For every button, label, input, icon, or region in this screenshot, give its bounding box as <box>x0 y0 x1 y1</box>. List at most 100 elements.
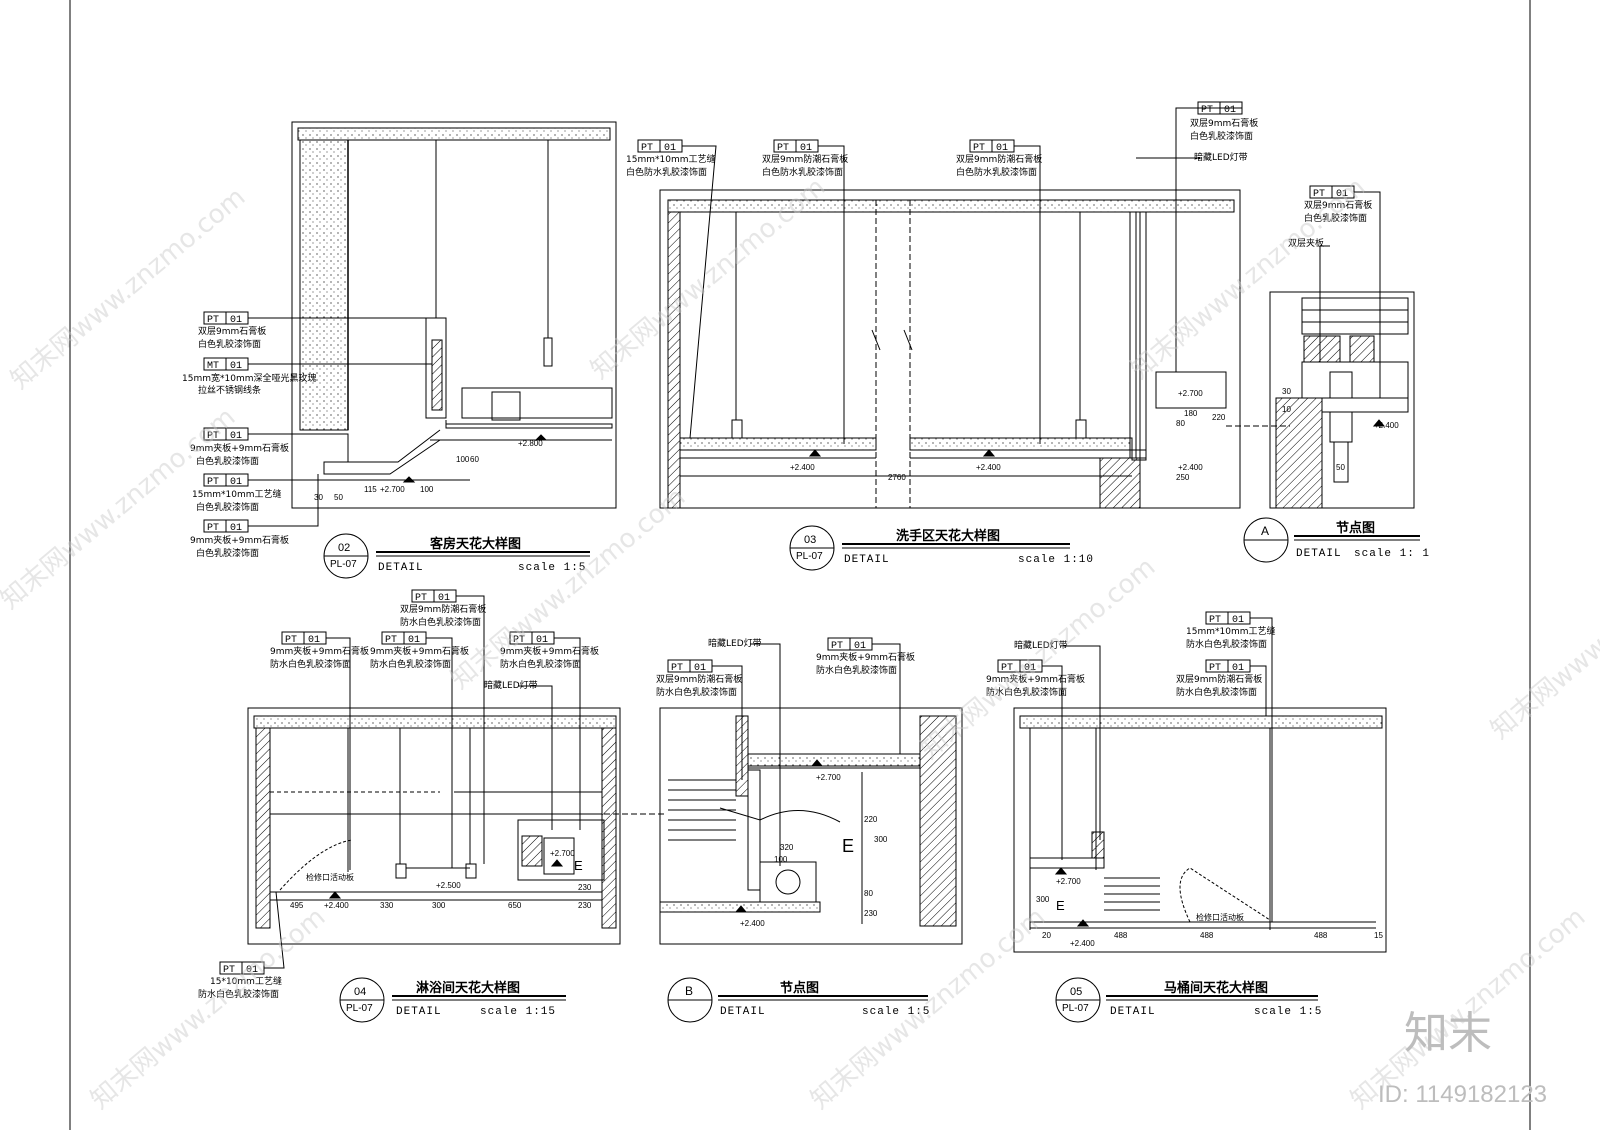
label-pt: PT <box>207 315 219 326</box>
label-no: 01 <box>1232 663 1244 674</box>
label-pt: PT <box>831 641 843 652</box>
detail-A-dims: +2.400 50 30 10 <box>1282 387 1399 472</box>
title-block-A: A 节点图 DETAIL scale 1: 1 <box>1243 517 1430 563</box>
detail-scale: scale 1:5 <box>862 1006 930 1018</box>
detail-B-labels: 暗藏LED灯带 PT 01 双层9mm防潮石膏板 防水白色乳胶漆饰面 PT 01… <box>656 637 915 866</box>
label-no: 01 <box>230 315 242 326</box>
detail-letter: A <box>1261 524 1269 538</box>
dim-text: +2.500 <box>436 881 461 890</box>
detail-05-labels: 暗藏LED灯带 PT 01 9mm夹板+9mm石膏板 防水白色乳胶漆饰面 PT … <box>986 611 1275 922</box>
label-mt: MT <box>207 361 219 372</box>
label-pt: PT <box>1001 663 1013 674</box>
detail-word: DETAIL <box>844 554 890 566</box>
label-pt: PT <box>1313 189 1325 200</box>
sheet-ref: PL-07 <box>796 551 823 562</box>
note-ply-gypsum: 9mm夹板+9mm石膏板 <box>270 645 369 657</box>
dim-text: 30 <box>314 493 323 502</box>
note-led: 暗藏LED灯带 <box>708 637 762 649</box>
detail-title: 马桶间天花大样图 <box>1164 980 1268 996</box>
detail-word: DETAIL <box>1296 548 1342 560</box>
note-mt-2: 拉丝不锈钢线条 <box>198 384 261 396</box>
dim-text: 320 <box>780 843 794 852</box>
detail-number: 02 <box>338 542 350 554</box>
label-no: 01 <box>230 477 242 488</box>
dim-text: 180 <box>1184 409 1198 418</box>
dim-text: +2.700 <box>1178 389 1203 398</box>
label-pt: PT <box>671 663 683 674</box>
watermark-text: 知末网www.znzmo.com <box>1485 532 1600 745</box>
watermark-layer: 知末网www.znzmo.com 知末网www.znzmo.com 知末网www… <box>0 172 1600 1115</box>
label-no: 01 <box>664 143 676 154</box>
label-pt: PT <box>973 143 985 154</box>
dim-text: 50 <box>1336 463 1345 472</box>
detail-title: 洗手区天花大样图 <box>896 528 1000 544</box>
detail-03-drawing <box>659 189 1241 509</box>
dim-text: 300 <box>874 835 888 844</box>
title-block-02: 02 PL-07 客房天花大样图 DETAIL scale 1:5 <box>323 533 590 579</box>
note-ply-gypsum: 9mm夹板+9mm石膏板 <box>190 534 289 546</box>
dim-text: 220 <box>1212 413 1226 422</box>
note-white-wp-latex: 白色防水乳胶漆饰面 <box>626 166 707 178</box>
detail-B-dims: +2.700 +2.400 220 300 320 100 80 230 <box>740 773 888 928</box>
dim-text: +2.400 <box>1374 421 1399 430</box>
note-wp-white-latex: 防水白色乳胶漆饰面 <box>370 658 451 670</box>
label-no: 01 <box>230 523 242 534</box>
detail-B-drawing <box>659 707 963 945</box>
dim-text: 60 <box>470 455 479 464</box>
dim-text: 230 <box>864 909 878 918</box>
detail-02-drawing <box>291 121 617 509</box>
note-moist-gypsum: 双层9mm防潮石膏板 <box>656 673 742 685</box>
note-moist-gypsum: 双层9mm防潮石膏板 <box>956 153 1042 165</box>
title-block-05: 05 PL-07 马桶间天花大样图 DETAIL scale 1:5 <box>1055 977 1321 1023</box>
dim-text: +2.700 <box>1056 877 1081 886</box>
label-no: 01 <box>854 641 866 652</box>
label-pt: PT <box>641 143 653 154</box>
note-led: 暗藏LED灯带 <box>1014 639 1068 651</box>
detail-title: 客房天花大样图 <box>430 536 521 552</box>
label-pt: PT <box>207 477 219 488</box>
detail-title: 淋浴间天花大样图 <box>416 980 520 996</box>
dim-text: 488 <box>1200 931 1214 940</box>
note-moist-gypsum: 双层9mm防潮石膏板 <box>400 603 486 615</box>
note-wp-white-latex: 防水白色乳胶漆饰面 <box>400 616 481 628</box>
note-wp-white-latex: 防水白色乳胶漆饰面 <box>198 988 279 1000</box>
detail-05-drawing <box>1013 707 1387 953</box>
detail-02-dims: +2.800 +2.700 115 100 30 50 100 60 <box>314 439 543 502</box>
detail-A-labels: PT 01 双层9mm石膏板 白色乳胶漆饰面 双层夹板 <box>1288 185 1381 398</box>
note-wp-white-latex: 防水白色乳胶漆饰面 <box>270 658 351 670</box>
note-double-gypsum: 双层9mm石膏板 <box>198 325 266 337</box>
sheet-ref: PL-07 <box>346 1003 373 1014</box>
note-led: 暗藏LED灯带 <box>1194 151 1248 163</box>
section-marker-e: E <box>842 836 854 856</box>
label-no: 01 <box>694 663 706 674</box>
label-pt: PT <box>385 635 397 646</box>
section-marker-e: E <box>574 858 583 873</box>
watermark-text: 知末网www.znzmo.com <box>915 552 1161 765</box>
dim-text: 488 <box>1314 931 1328 940</box>
note-white-latex: 白色乳胶漆饰面 <box>196 455 259 467</box>
watermark-text: 知末网www.znzmo.com <box>85 902 331 1115</box>
note-access: 检修口活动板 <box>306 872 354 882</box>
note-white-wp-latex: 白色防水乳胶漆饰面 <box>762 166 843 178</box>
title-block-B: B 节点图 DETAIL scale 1:5 <box>667 977 930 1023</box>
label-pt: PT <box>207 431 219 442</box>
detail-02-labels: PT 01 双层9mm石膏板 白色乳胶漆饰面 MT 01 15mm宽*10mm深… <box>182 311 436 559</box>
detail-scale: scale 1: 1 <box>1354 548 1430 560</box>
dim-text: 488 <box>1114 931 1128 940</box>
dim-text: +2.400 <box>740 919 765 928</box>
note-access: 检修口活动板 <box>1196 912 1244 922</box>
detail-title: 节点图 <box>1336 520 1375 536</box>
brand-logo-text: 知末 <box>1404 1008 1492 1059</box>
note-wp-white-latex: 防水白色乳胶漆饰面 <box>500 658 581 670</box>
note-ply-gypsum: 9mm夹板+9mm石膏板 <box>500 645 599 657</box>
detail-04-dims: 495 +2.400 330 300 650 230 +2.700 +2.500… <box>290 849 592 910</box>
label-no: 01 <box>800 143 812 154</box>
note-white-latex: 白色乳胶漆饰面 <box>196 501 259 513</box>
note-gypsum: 双层9mm石膏板 <box>1304 199 1372 211</box>
dim-text: 50 <box>334 493 343 502</box>
detail-scale: scale 1:15 <box>480 1006 556 1018</box>
dim-text: 230 <box>578 883 592 892</box>
note-groove: 15mm*10mm工艺缝 <box>626 153 715 165</box>
label-no: 01 <box>1232 615 1244 626</box>
title-block-03: 03 PL-07 洗手区天花大样图 DETAIL scale 1:10 <box>789 525 1093 571</box>
